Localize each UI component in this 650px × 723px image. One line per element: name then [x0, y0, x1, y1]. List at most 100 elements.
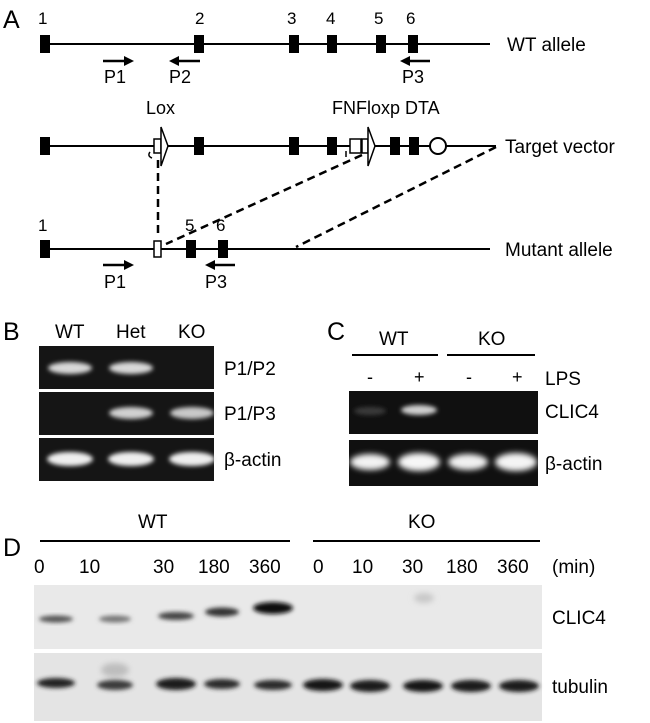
timepoint-label: 30	[402, 557, 423, 578]
timepoint-label: 360	[249, 557, 281, 578]
timepoint-label: 180	[446, 557, 478, 578]
mutant-exon-6	[218, 240, 228, 258]
wt-exon-number: 4	[326, 9, 335, 28]
blot-band	[204, 679, 240, 689]
dta-marker-icon	[430, 138, 446, 154]
gel-band	[47, 452, 93, 466]
lps-sign: +	[512, 367, 523, 387]
primer-label: P3	[402, 67, 424, 87]
group-label: WT	[138, 512, 168, 533]
blot-band	[158, 612, 194, 620]
panel-c-letter: C	[327, 318, 345, 346]
blot-band	[39, 616, 73, 623]
target-exon-1	[40, 137, 50, 155]
timepoint-label: 0	[34, 557, 45, 578]
panel-d-letter: D	[3, 534, 21, 562]
timepoint-label: 10	[352, 557, 373, 578]
loxp-flag-icon	[368, 127, 375, 166]
timepoint-label: 30	[153, 557, 174, 578]
blot-band	[350, 680, 390, 692]
timepoint-label: 0	[313, 557, 324, 578]
timepoint-label: 180	[198, 557, 230, 578]
panel-d: D WT KO 0 10 30 180 360 0 10 30 180 360 …	[3, 512, 608, 721]
wt-exon-3	[289, 35, 299, 53]
gel-band	[398, 453, 440, 471]
row-label: CLIC4	[552, 608, 606, 629]
lps-sign: +	[414, 367, 425, 387]
gel-band	[109, 407, 153, 419]
mutant-exon-5	[186, 240, 196, 258]
cassette-label: FNFloxp DTA	[332, 98, 440, 118]
target-exon-5	[390, 137, 400, 155]
wt-exon-2	[194, 35, 204, 53]
target-exon-3	[289, 137, 299, 155]
wt-exon-number: 6	[406, 9, 415, 28]
timepoint-label: 10	[79, 557, 100, 578]
row-label: P1/P3	[224, 404, 276, 425]
group-label: KO	[408, 512, 435, 533]
group-label: WT	[379, 329, 409, 350]
target-exon-4	[327, 137, 337, 155]
primer-p1-arrowhead	[124, 56, 134, 66]
mutant-lox-site	[154, 241, 161, 257]
mutant-exon-number: 1	[38, 216, 47, 235]
panel-b: B WT Het KO P1/P2 P1/P3 β-actin	[3, 318, 281, 481]
timepoint-label: 360	[497, 557, 529, 578]
row-label: P1/P2	[224, 359, 276, 380]
blot-band	[156, 678, 196, 690]
lps-sign: -	[367, 367, 373, 387]
wt-exon-number: 2	[195, 9, 204, 28]
row-label: β-actin	[224, 450, 281, 471]
wt-exon-number: 5	[374, 9, 383, 28]
group-label: KO	[478, 329, 505, 350]
gel-band	[448, 454, 488, 470]
wt-exon-number: 1	[38, 9, 47, 28]
panel-b-letter: B	[3, 318, 20, 346]
wt-exon-1	[40, 35, 50, 53]
gel-band	[495, 453, 537, 471]
mutant-exon-number: 5	[185, 216, 194, 235]
primer-label: P3	[205, 272, 227, 292]
gel-band	[108, 452, 154, 466]
mutant-exon-1	[40, 240, 50, 258]
blot-band	[414, 593, 434, 603]
row-label: CLIC4	[545, 402, 599, 423]
loxp-site	[154, 139, 161, 153]
blot-band	[99, 616, 131, 623]
mutant-exon-number: 6	[216, 216, 225, 235]
blot-band	[205, 608, 239, 617]
row-label: β-actin	[545, 454, 602, 475]
blot-band	[403, 680, 443, 692]
blot-band	[253, 602, 293, 614]
panel-a: A 1 2 3 4 5 6 P1 P2 P3 WT all	[3, 6, 615, 292]
primer-p3-arrowhead	[400, 56, 410, 66]
gel-band	[170, 407, 214, 419]
mutant-allele-map: 1 5 6 P1 P3 Mutant allele	[38, 216, 613, 292]
wt-exon-5	[376, 35, 386, 53]
row-label: tubulin	[552, 677, 608, 698]
recombination-lines	[158, 147, 496, 247]
lox-label: Lox	[146, 98, 175, 118]
treatment-label: LPS	[545, 369, 581, 390]
wt-allele-label: WT allele	[507, 35, 586, 56]
target-vector-label: Target vector	[505, 137, 615, 158]
lps-sign: -	[466, 367, 472, 387]
mutant-allele-label: Mutant allele	[505, 240, 613, 261]
gel-band	[350, 454, 390, 470]
gel-band	[354, 407, 386, 415]
target-vector-map: Lox FNFloxp DTA Target vector	[40, 98, 615, 166]
lane-label: WT	[55, 322, 85, 343]
timepoint-labels: 0 10 30 180 360 0 10 30 180 360 (min)	[34, 557, 595, 578]
lane-label: Het	[116, 322, 146, 343]
target-exon-2	[194, 137, 204, 155]
gel-band	[401, 405, 437, 415]
blot-band	[451, 680, 491, 692]
lox-flag-icon	[161, 127, 168, 166]
panel-a-letter: A	[3, 6, 20, 34]
wt-exon-4	[327, 35, 337, 53]
gel-band	[169, 452, 215, 466]
blot-band	[303, 679, 343, 691]
fnf-cassette	[350, 139, 361, 153]
primer-label: P1	[104, 67, 126, 87]
